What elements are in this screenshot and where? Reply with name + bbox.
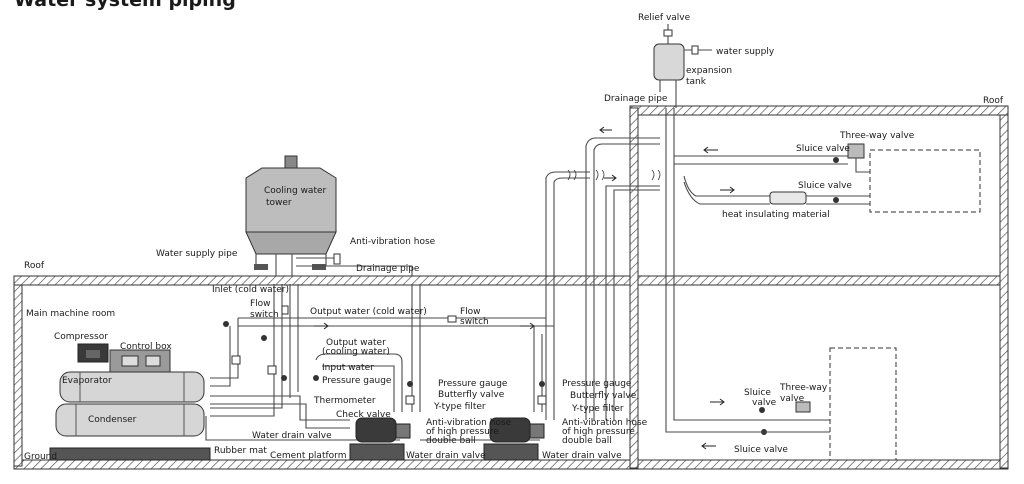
rubber-mat-label: Rubber mat [214, 446, 267, 456]
pump-icon [483, 417, 545, 461]
upper-room-piping [665, 108, 981, 461]
roof-right-label: Roof [983, 96, 1004, 106]
anti-hose-2b-label: of high pressure [562, 427, 635, 437]
machine-room-piping [205, 284, 554, 441]
expansion-tank-icon [653, 24, 712, 108]
butterfly-valve-2-label: Butterfly valve [570, 391, 637, 401]
flow-switch-2a-label: Flow [460, 307, 481, 317]
roof-slab-upper [629, 105, 1009, 116]
drainage-pipe-top-label: Drainage pipe [604, 94, 668, 104]
water-drain-valve-3-label: Water drain valve [542, 451, 622, 461]
output-cold-label: Output water (cold water) [310, 307, 427, 317]
sluice-valve-bottom-label: Sluice valve [734, 445, 788, 455]
pressure-gauge-1-label: Pressure gauge [322, 376, 392, 386]
cooling-tower-icon [245, 155, 413, 276]
water-drain-valve-1-label: Water drain valve [252, 431, 332, 441]
water-drain-valve-2-label: Water drain valve [406, 451, 486, 461]
water-supply-pipe-label: Water supply pipe [156, 249, 238, 259]
three-way-low-a-label: Three-way [779, 383, 828, 393]
butterfly-valve-1-label: Butterfly valve [438, 390, 505, 400]
flow-switch-1b-label: switch [250, 310, 279, 320]
sluice-low-a-label: Sluice [744, 388, 771, 398]
ground-slab [13, 459, 1009, 470]
thermometer-label: Thermometer [313, 396, 376, 406]
sluice-valve-mid-label: Sluice valve [798, 181, 852, 191]
left-wall [13, 277, 23, 467]
diagram-title: Water system piping [14, 0, 236, 11]
y-filter-1-label: Y-type filter [433, 402, 486, 412]
right-wall [999, 107, 1009, 469]
tank-label: tank [686, 77, 707, 87]
anti-hose-2c-label: double ball [562, 436, 612, 446]
chiller-icon [49, 343, 211, 461]
three-way-low-b-label: valve [780, 394, 805, 404]
sluice-valve-top-label: Sluice valve [796, 144, 850, 154]
inlet-cold-label: Inlet (cold water) [212, 285, 289, 295]
anti-vibration-hose-top-label: Anti-vibration hose [350, 237, 436, 247]
anti-hose-1c-label: double ball [426, 436, 476, 446]
roof-slab-lower [13, 275, 1009, 286]
pressure-gauge-2-label: Pressure gauge [438, 379, 508, 389]
inner-wall [629, 107, 639, 469]
output-cooling-2-label: (cooling water) [322, 347, 390, 357]
three-way-valve-top-label: Three-way valve [839, 131, 915, 141]
anti-hose-2a-label: Anti-vibration hose [562, 418, 648, 428]
drainage-pipe-mid-label: Drainage pipe [356, 264, 420, 274]
pressure-gauge-3-label: Pressure gauge [562, 379, 632, 389]
evaporator-label: Evaporator [62, 376, 112, 386]
cement-platform-label: Cement platform [270, 451, 346, 461]
flow-switch-1a-label: Flow [250, 299, 271, 309]
riser-pipes [545, 126, 661, 420]
pump-icon [349, 417, 411, 461]
roof-left-label: Roof [24, 261, 45, 271]
ground-label: Ground [24, 452, 57, 462]
sluice-low-b-label: valve [752, 398, 777, 408]
output-cooling-1-label: Output water [326, 338, 386, 348]
main-machine-room-label: Main machine room [26, 309, 115, 319]
y-filter-2-label: Y-type filter [571, 404, 624, 414]
relief-valve-label: Relief valve [638, 13, 691, 23]
water-supply-label: water supply [716, 47, 775, 57]
compressor-label: Compressor [54, 332, 108, 342]
control-box-label: Control box [120, 342, 172, 352]
condenser-label: Condenser [88, 415, 137, 425]
expansion-label: expansion [686, 66, 732, 76]
anti-hose-1a-label: Anti-vibration hose [426, 418, 512, 428]
cooling-tower-label-1: Cooling water [264, 186, 327, 196]
heat-insulating-label: heat insulating material [722, 210, 830, 220]
flow-switch-2b-label: switch [460, 317, 489, 327]
anti-hose-1b-label: of high pressure [426, 427, 499, 437]
cooling-tower-label-2: tower [266, 198, 292, 208]
check-valve-label: Check valve [336, 410, 391, 420]
input-water-label: Input water [322, 363, 374, 373]
